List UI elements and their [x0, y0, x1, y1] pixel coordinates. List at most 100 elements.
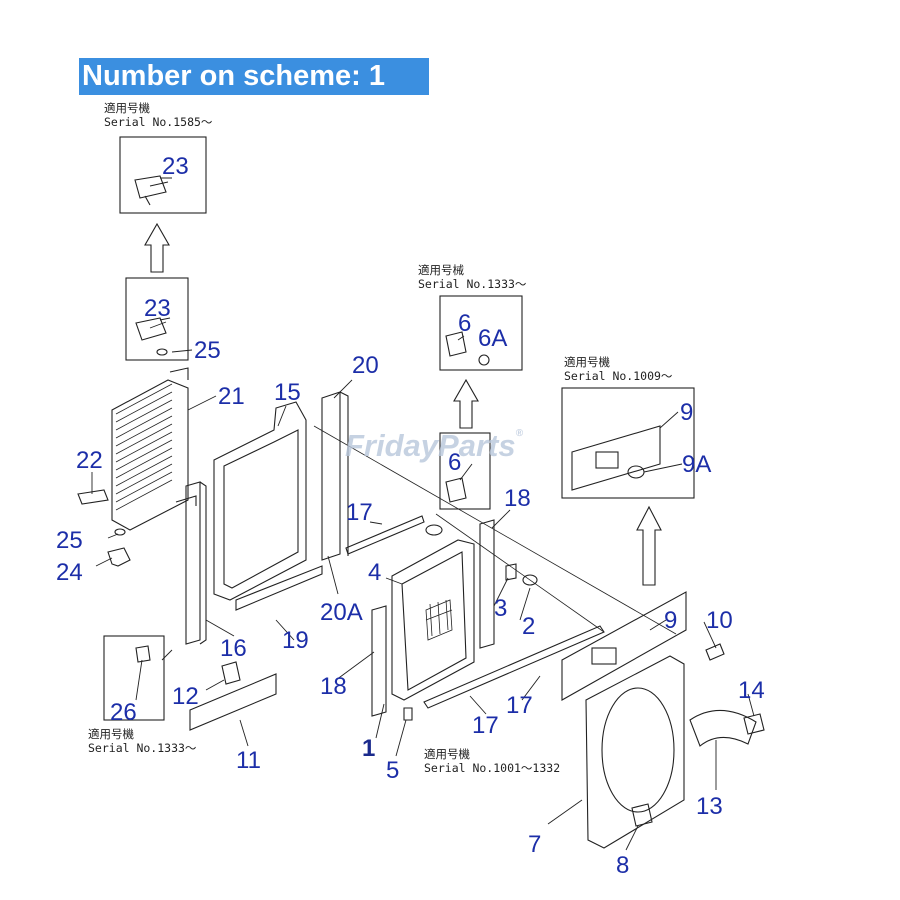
callout-21: 21 — [218, 383, 245, 410]
strip-17-upper — [345, 515, 425, 555]
strip-19 — [235, 565, 323, 611]
cooler-brackets — [169, 367, 197, 506]
bolt-12 — [221, 661, 241, 685]
fan-opening — [601, 687, 675, 813]
callout-17: 17 — [346, 499, 373, 526]
serial-note-range: Serial No.1585～ — [104, 115, 213, 129]
radiator-core — [391, 539, 475, 701]
callout-4: 4 — [368, 559, 381, 586]
callout-25: 25 — [56, 527, 83, 554]
up-arrow-9 — [636, 505, 662, 586]
bracket-9-slot — [595, 451, 619, 469]
guide-line-b — [313, 425, 677, 635]
serial-note-heading: 適用号機 — [564, 355, 610, 369]
part-3 — [505, 563, 517, 581]
fitting-26 — [135, 645, 151, 663]
serial-note-range: Serial No.1009～ — [564, 369, 673, 383]
callout-8: 8 — [616, 852, 629, 879]
callout-18: 18 — [504, 485, 531, 512]
seal-16 — [185, 481, 207, 645]
callout-17: 17 — [506, 692, 533, 719]
up-arrow-6 — [453, 378, 479, 429]
callout-20a: 20A — [320, 599, 363, 626]
radiator-cap — [425, 524, 443, 536]
elbow-24 — [107, 547, 131, 567]
scheme-number-banner: Number on scheme: 1 — [79, 58, 429, 95]
radiator-inner — [401, 551, 467, 691]
serial-note-heading: 適用号機 — [424, 747, 470, 761]
guide-line-a — [435, 513, 605, 633]
bolt-22 — [77, 489, 109, 505]
bolt-6-top — [445, 331, 467, 357]
shroud-15 — [213, 401, 307, 601]
callout-2: 2 — [522, 613, 535, 640]
callout-6a: 6A — [478, 325, 507, 352]
callout-22: 22 — [76, 447, 103, 474]
callout-14: 14 — [738, 677, 765, 704]
callout-23: 23 — [162, 153, 189, 180]
watermark-text: FridayParts — [345, 428, 516, 463]
callout-23: 23 — [144, 295, 171, 322]
fitting-23-mid — [135, 317, 171, 341]
seal-20 — [321, 391, 349, 561]
callout-18: 18 — [320, 673, 347, 700]
bolt-14 — [743, 713, 765, 735]
callout-5: 5 — [386, 757, 399, 784]
callout-9a: 9A — [682, 451, 711, 478]
fitting-23-top — [134, 175, 172, 206]
callout-6: 6 — [448, 449, 461, 476]
callout-16: 16 — [220, 635, 247, 662]
bushing-2 — [522, 574, 538, 586]
callout-1: 1 — [362, 735, 375, 762]
o-ring-25-bottom — [114, 528, 126, 536]
bolt-6-mid — [445, 477, 467, 503]
callout-15: 15 — [274, 379, 301, 406]
leader-lines — [91, 181, 755, 851]
callout-24: 24 — [56, 559, 83, 586]
cap-9A — [627, 465, 645, 479]
cooler-fins — [115, 383, 173, 511]
fridayparts-watermark: FridayParts® — [345, 428, 523, 464]
callout-19: 19 — [282, 627, 309, 654]
callout-7: 7 — [528, 831, 541, 858]
serial-note-heading: 適用号機 — [88, 727, 134, 741]
callout-3: 3 — [494, 595, 507, 622]
detail-box-9 — [561, 387, 695, 499]
serial-note-range: Serial No.1333～ — [88, 741, 197, 755]
bracket-9b-slot — [591, 647, 617, 665]
shroud-inner — [223, 429, 299, 589]
callout-20: 20 — [352, 352, 379, 379]
callout-11: 11 — [236, 747, 261, 774]
serial-note-heading: 適用号機 — [104, 101, 150, 115]
o-ring-25-top — [156, 348, 168, 356]
callout-9: 9 — [664, 607, 677, 634]
callout-10: 10 — [706, 607, 733, 634]
callout-9: 9 — [680, 399, 693, 426]
oil-cooler-21 — [111, 379, 189, 531]
fan-guard-7 — [585, 655, 685, 849]
radiator-grid — [425, 599, 453, 641]
serial-note-range: Serial No.1333～ — [418, 277, 527, 291]
seal-18-left — [371, 605, 387, 717]
seal-18-right — [479, 519, 495, 649]
drain-5 — [403, 707, 413, 721]
detail-box-23-top — [119, 136, 207, 214]
registered-mark: ® — [515, 428, 523, 439]
bracket-9-bottom — [561, 591, 687, 701]
detail-box-26 — [103, 635, 165, 721]
callout-6: 6 — [458, 310, 471, 337]
callout-26: 26 — [110, 699, 137, 726]
detail-box-6-mid — [439, 432, 491, 510]
callout-17: 17 — [472, 712, 499, 739]
bracket-11 — [189, 673, 277, 731]
serial-note-range: Serial No.1001～1332 — [424, 761, 560, 775]
detail-box-23-mid — [125, 277, 189, 361]
up-arrow-23 — [144, 222, 170, 273]
callout-13: 13 — [696, 793, 723, 820]
callout-25: 25 — [194, 337, 221, 364]
bracket-9-top — [571, 425, 661, 491]
washer-6A — [478, 354, 490, 366]
